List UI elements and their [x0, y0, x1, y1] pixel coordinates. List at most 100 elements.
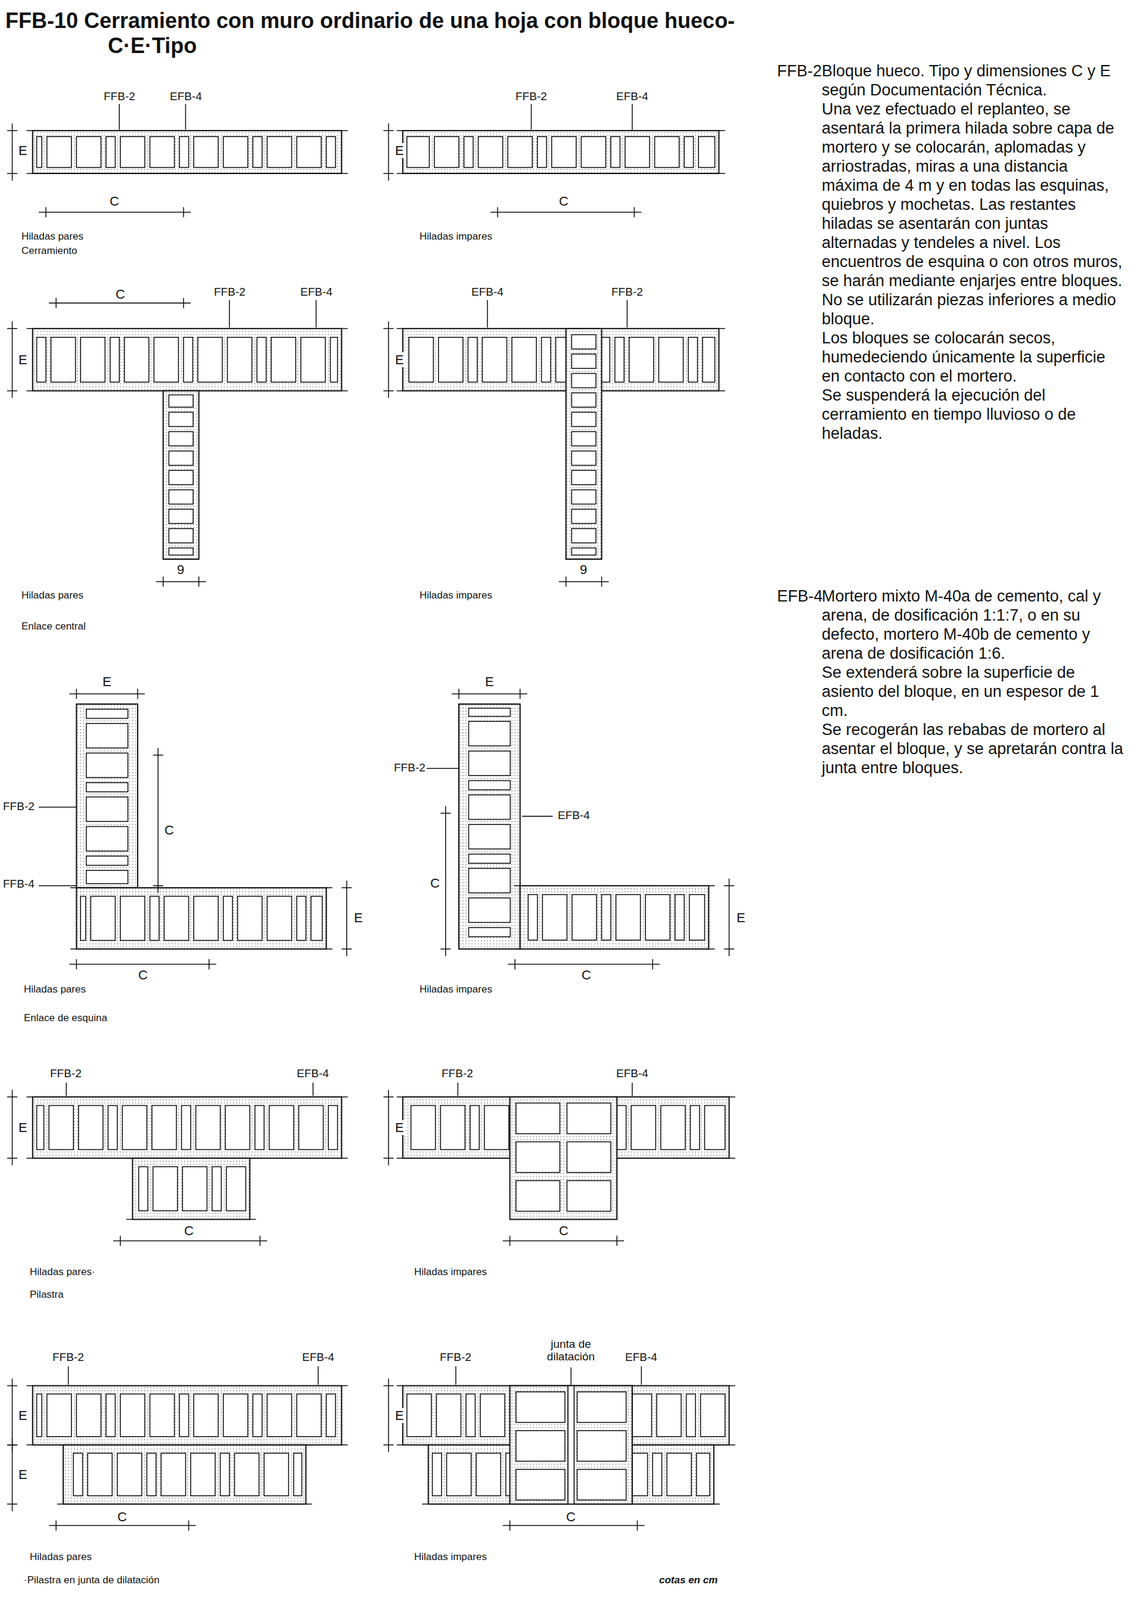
block-hollow: [223, 1393, 248, 1436]
dimension-label: E: [17, 1119, 29, 1135]
wall-break: [26, 172, 33, 175]
dimension-label: E: [17, 352, 29, 368]
callout-label: junta de dilatación: [533, 1337, 608, 1363]
block-hollow: [193, 896, 219, 941]
dimension-tick: [514, 958, 516, 969]
callout-label: Hiladas pares: [28, 1550, 93, 1563]
dimension-label: E: [352, 909, 365, 925]
dimension-tick: [188, 1519, 190, 1530]
wall-section: [32, 328, 342, 391]
callout-label: FFB-2: [212, 285, 247, 299]
dimension-line: [387, 1089, 390, 1166]
block-hollow: [468, 750, 511, 776]
block-hollow: [168, 451, 194, 466]
leader-line: [317, 1365, 319, 1385]
block-hollow: [120, 1393, 145, 1436]
dimension-tick: [7, 1384, 18, 1387]
dimension-tick: [153, 884, 164, 887]
dimension-line: [445, 805, 447, 956]
callout-label: FFB-2: [438, 1350, 473, 1364]
block-hollow: [266, 1393, 292, 1436]
block-hollow: [571, 373, 596, 388]
dimension-tick: [440, 812, 451, 814]
wall-break: [729, 1157, 736, 1159]
block-hollow: [660, 1104, 686, 1149]
block-hollow: [476, 1452, 501, 1496]
block-hollow: [551, 136, 577, 168]
callout-label: FFB-2: [1, 799, 36, 813]
block-hollow: [436, 1393, 461, 1436]
leader-line: [522, 815, 553, 817]
dimension-line: [69, 693, 145, 695]
dimension-tick: [7, 129, 18, 132]
callout-label: FFB-2: [392, 760, 427, 775]
dimension-label: C: [182, 1222, 195, 1238]
dimension-tick: [634, 206, 636, 217]
wall-break: [26, 1157, 33, 1159]
block-hollow: [480, 1393, 505, 1436]
callout-label: Hiladas pares·: [28, 1265, 97, 1278]
block-hollow: [86, 709, 129, 719]
block-hollow: [541, 337, 551, 382]
block-hollow: [197, 337, 223, 382]
block-hollow: [689, 894, 705, 940]
block-hollow: [700, 1393, 726, 1436]
wall-break: [326, 948, 333, 950]
block-hollow: [153, 1166, 178, 1211]
block-hollow: [193, 1393, 219, 1436]
block-hollow: [542, 894, 567, 940]
dimension-tick: [55, 297, 57, 309]
block-hollow: [407, 1393, 432, 1436]
leader-line: [626, 299, 629, 328]
block-hollow: [271, 337, 296, 382]
block-hollow: [537, 136, 547, 168]
block-hollow: [571, 528, 596, 543]
block-hollow: [48, 1104, 74, 1149]
block-hollow: [482, 337, 507, 382]
block-hollow: [610, 136, 620, 168]
block-hollow: [468, 780, 511, 789]
wall-break: [718, 129, 725, 132]
dimension-tick: [341, 886, 352, 888]
wall-section: [32, 1385, 342, 1445]
block-hollow: [117, 1452, 142, 1496]
wall-section: [566, 328, 602, 559]
callout-label: EFB-4: [168, 89, 204, 104]
block-hollow: [150, 896, 160, 941]
block-hollow: [168, 394, 194, 408]
block-hollow: [36, 337, 46, 382]
callout-label: Hiladas impares: [412, 1265, 489, 1278]
wall-break: [341, 129, 348, 132]
callout-label: Hiladas pares: [20, 230, 85, 243]
callout-label: FFB-2: [514, 89, 549, 104]
callout-label: FFB-2: [51, 1350, 86, 1364]
wall-break: [396, 327, 403, 329]
block-hollow: [507, 136, 533, 168]
block-hollow: [311, 896, 323, 941]
block-hollow: [160, 1452, 186, 1496]
block-hollow: [164, 896, 189, 941]
pilaster-section: [510, 1385, 633, 1505]
block-hollow: [702, 337, 716, 382]
dimension-label: E: [393, 352, 406, 368]
block-hollow: [150, 136, 175, 168]
block-hollow: [468, 927, 511, 937]
callout-label: EFB-4: [614, 1066, 650, 1080]
dimension-label: C: [580, 967, 593, 983]
dimension-tick: [383, 327, 394, 329]
block-hollow: [432, 1452, 442, 1496]
block-hollow: [80, 896, 86, 941]
dimension-line: [728, 878, 730, 956]
block-hollow: [146, 1452, 156, 1496]
dimension-tick: [383, 172, 394, 175]
dimension-label: E: [483, 673, 496, 689]
block-hollow: [434, 136, 459, 168]
wall-break: [341, 172, 348, 175]
leader-line: [185, 104, 187, 130]
block-hollow: [86, 752, 129, 778]
dimension-label: E: [393, 143, 406, 158]
block-hollow: [190, 1452, 216, 1496]
callout-label: Cerramiento: [20, 244, 79, 257]
block-hollow: [411, 1104, 436, 1149]
